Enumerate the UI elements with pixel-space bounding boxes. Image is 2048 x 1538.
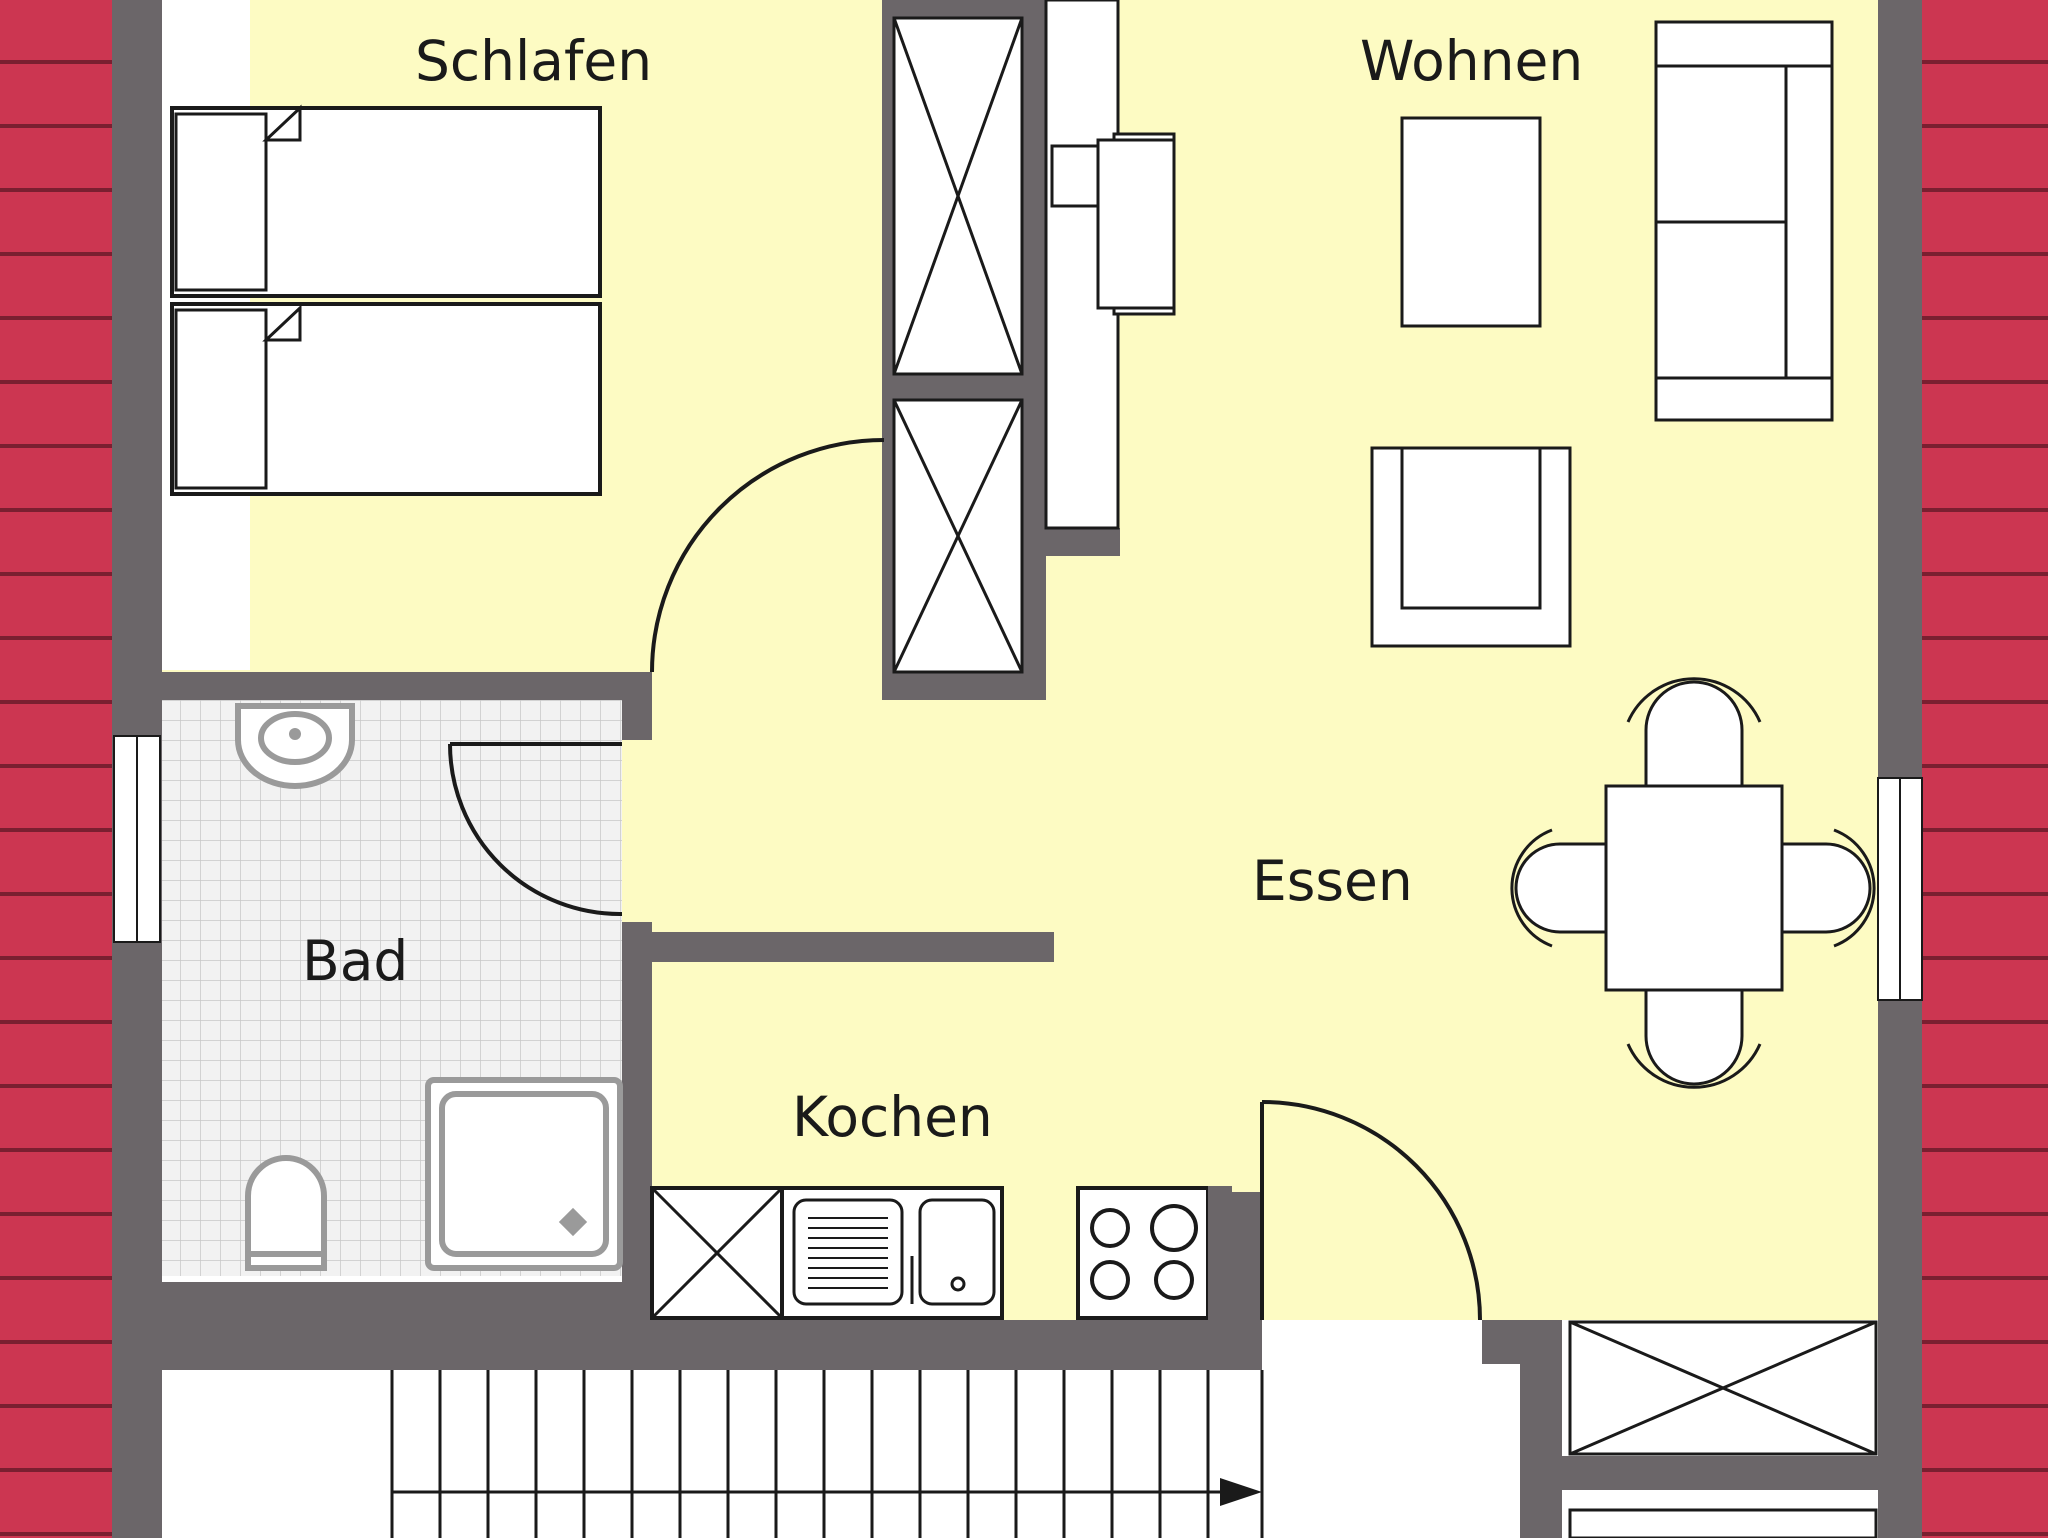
room-label-bad: Bad [302,929,408,993]
roof-right [1922,0,2048,1538]
entrance-closet [1568,1320,1878,1538]
tv-cabinet [1044,0,1176,530]
room-label-essen: Essen [1252,849,1413,913]
window-left [113,735,161,943]
room-label-kochen: Kochen [792,1085,993,1149]
bed-upper [170,104,602,298]
outer-wall-right [1878,0,1922,1538]
entrance-floor [1262,1320,1482,1538]
washbasin [235,703,355,789]
entrance-door [1260,1100,1482,1321]
interior-walls [162,0,1878,1538]
staircase [390,1370,1264,1538]
kitchen-counter [650,1186,1232,1320]
stove [1090,1204,1198,1300]
sofa [1654,20,1834,422]
window-right [1877,777,1923,1001]
bed-lower [170,302,602,496]
toilet [245,1155,327,1271]
sink [792,1198,996,1306]
wardrobe [892,16,1024,674]
bedroom-door [650,438,885,673]
room-label-schlafen: Schlafen [415,29,652,93]
stair-area [162,1370,1262,1538]
armchair [1370,446,1572,648]
bathroom-shelf [162,1276,622,1282]
dining-set [1510,677,1876,1089]
shower-tray [425,1077,623,1271]
room-label-wohnen: Wohnen [1360,29,1583,93]
bathroom-door [448,742,623,917]
coffee-table [1400,116,1542,328]
roof-left [0,0,112,1538]
